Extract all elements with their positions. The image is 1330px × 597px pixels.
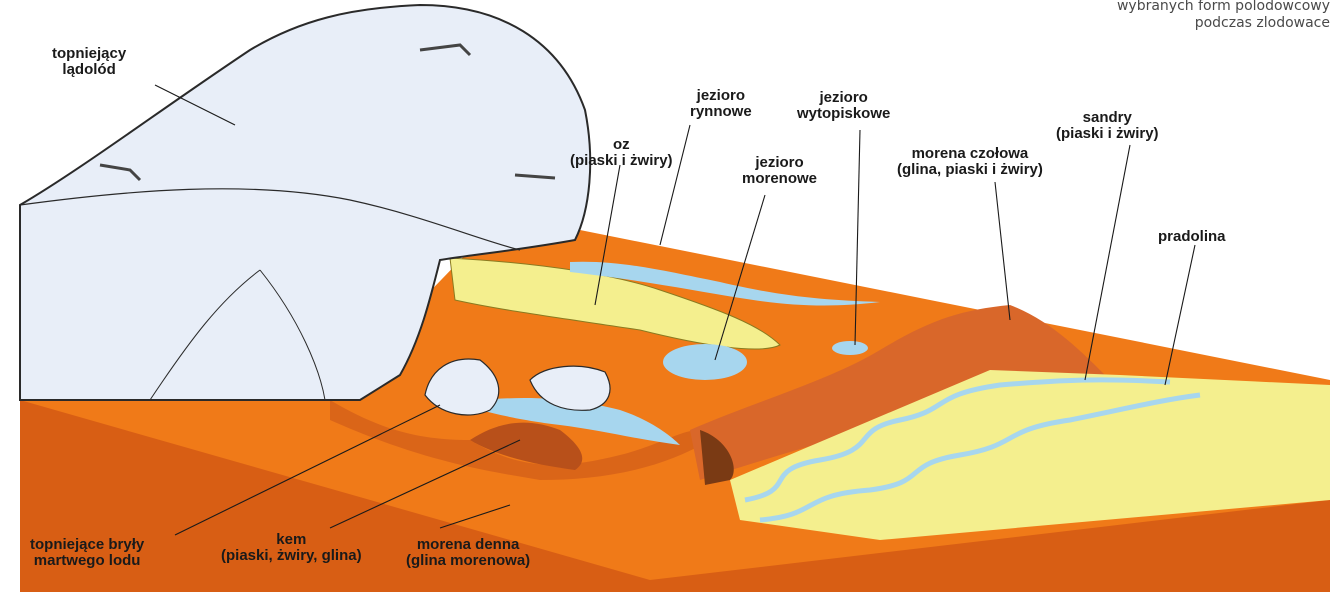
label-pradolina: pradolina [1158, 229, 1226, 245]
caption-line-1: wybranych form polodowcowy [1117, 0, 1330, 15]
label-line: pradolina [1158, 229, 1226, 245]
label-topniejace-bryly: topniejące bryły martwego lodu [30, 537, 144, 569]
label-line: (piaski i żwiry) [1056, 126, 1159, 142]
label-jezioro-rynnowe: jezioro rynnowe [690, 88, 752, 120]
label-line: morenowe [742, 171, 817, 187]
caption: wybranych form polodowcowy podczas zlodo… [1117, 0, 1330, 32]
label-line: (glina morenowa) [406, 553, 530, 569]
label-line: topniejące bryły [30, 537, 144, 553]
label-line: lądolód [52, 62, 126, 78]
label-jezioro-morenowe: jezioro morenowe [742, 155, 817, 187]
label-line: topniejący [52, 46, 126, 62]
label-line: jezioro [797, 90, 890, 106]
label-line: sandry [1056, 110, 1159, 126]
label-line: martwego lodu [30, 553, 144, 569]
kettle-lake [832, 341, 868, 355]
label-line: (piaski i żwiry) [570, 153, 673, 169]
label-oz: oz (piaski i żwiry) [570, 137, 673, 169]
label-topniejacy-ladolod: topniejący lądolód [52, 46, 126, 78]
label-line: (glina, piaski i żwiry) [897, 162, 1043, 178]
label-line: oz [570, 137, 673, 153]
label-line: kem [221, 532, 362, 548]
label-morena-czolowa: morena czołowa (glina, piaski i żwiry) [897, 146, 1043, 178]
label-line: jezioro [742, 155, 817, 171]
label-line: jezioro [690, 88, 752, 104]
label-line: rynnowe [690, 104, 752, 120]
label-line: morena denna [406, 537, 530, 553]
caption-line-2: podczas zlodowace [1117, 15, 1330, 32]
label-line: morena czołowa [897, 146, 1043, 162]
label-morena-denna: morena denna (glina morenowa) [406, 537, 530, 569]
label-line: wytopiskowe [797, 106, 890, 122]
label-jezioro-wytopiskowe: jezioro wytopiskowe [797, 90, 890, 122]
label-line: (piaski, żwiry, glina) [221, 548, 362, 564]
label-kem: kem (piaski, żwiry, glina) [221, 532, 362, 564]
label-sandry: sandry (piaski i żwiry) [1056, 110, 1159, 142]
moraine-lake [663, 344, 747, 380]
